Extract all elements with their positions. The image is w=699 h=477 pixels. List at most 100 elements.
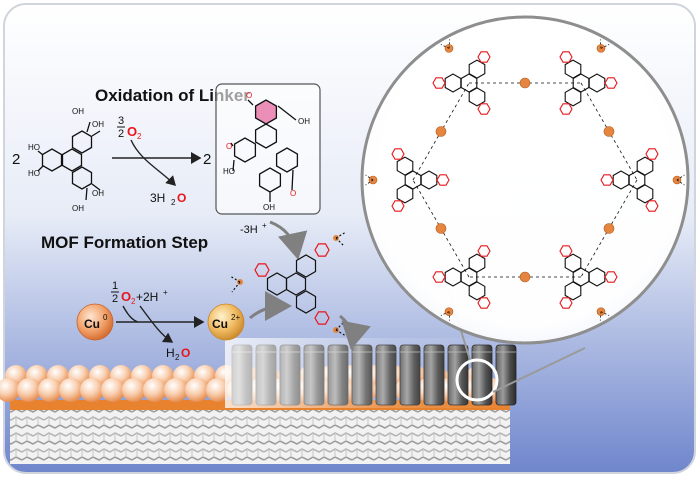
zoom-line-bottom xyxy=(492,347,586,393)
dangling-bond xyxy=(448,39,451,49)
node-ring-outer xyxy=(636,184,654,204)
ox-hydroxyl-left: HO xyxy=(223,167,235,176)
oxidized-linker-box: O HO O OH O OH xyxy=(215,83,321,215)
cu-linkage-node xyxy=(519,77,531,89)
hydroxyl-bottom-1: OH xyxy=(92,189,104,198)
copper-atom xyxy=(0,378,20,402)
cu-linkage-node xyxy=(519,271,531,283)
node-dioxolene xyxy=(604,271,618,283)
node-ring-outer xyxy=(588,73,606,93)
hydroxyl-top-2: OH xyxy=(92,120,104,129)
oxygen-reagent: 3 2 O 2 xyxy=(117,115,142,141)
ring-bottom xyxy=(295,290,317,314)
o2-fraction-denominator: 2 xyxy=(118,128,124,140)
dioxolene-bottom xyxy=(314,311,330,325)
cu0-sphere xyxy=(76,303,114,341)
ring-top xyxy=(71,130,93,154)
oxygen-proton-reagent: 1 2 O 2 +2H + xyxy=(111,280,168,306)
dangling-bond xyxy=(448,311,451,321)
dangling-bond xyxy=(600,311,610,316)
ox-hydroxyl-top: OH xyxy=(298,117,310,126)
dangling-bond xyxy=(440,311,450,316)
water2-oxygen: O xyxy=(181,346,190,360)
copper-atom xyxy=(206,378,230,402)
zoom-origin-circle xyxy=(455,358,499,402)
node-ring-outer xyxy=(564,59,582,79)
node-ring-outer xyxy=(564,253,582,273)
copper-atom xyxy=(185,378,209,402)
zoom-circle xyxy=(360,15,690,345)
water-release-arrow xyxy=(139,305,174,343)
ring-center xyxy=(61,148,83,172)
node-ring-outer xyxy=(564,281,582,301)
hydroxyl-left-1: HO xyxy=(28,143,40,152)
proton-charge: + xyxy=(163,288,168,297)
node-dioxolene xyxy=(391,200,405,212)
cu-linkage-node xyxy=(603,126,615,137)
node-ring-outer xyxy=(636,156,654,176)
o2-fraction-numerator: 3 xyxy=(118,115,124,127)
copper-atom xyxy=(101,378,125,402)
cu2-ion: Cu 2+ xyxy=(207,303,245,341)
proton-release-label: -3H xyxy=(240,224,258,236)
node-ring-outer xyxy=(612,170,630,190)
node-ring-outer xyxy=(468,87,486,107)
left-coefficient: 2 xyxy=(12,151,20,168)
ox-hydroxyl-bottom: OH xyxy=(263,203,275,212)
copper-atom xyxy=(38,378,62,402)
right-coefficient: 2 xyxy=(203,151,211,168)
oxidized-linker-rings xyxy=(230,99,299,202)
hhtp-rings xyxy=(37,121,101,201)
cu-linkage-node xyxy=(435,223,447,234)
linker-to-node-arrow xyxy=(269,220,308,260)
dioxolene-left xyxy=(254,263,270,277)
cu2-superscript: 2+ xyxy=(231,313,240,322)
ox-oxygen-left: O xyxy=(226,142,232,151)
node-ring-outer xyxy=(564,87,582,107)
node-dioxolene xyxy=(477,51,491,63)
half-o2-numerator: 1 xyxy=(112,280,118,292)
water-product-2: H 2 O xyxy=(166,346,190,362)
copper-atom xyxy=(59,378,83,402)
node-dioxolene xyxy=(559,297,573,309)
copper-atom xyxy=(143,378,167,402)
ring-right xyxy=(275,147,299,173)
substrate-crystal xyxy=(10,408,510,464)
heading-oxidation: Oxidation of Linker xyxy=(95,86,250,105)
ion-to-node-arrow xyxy=(249,291,292,322)
proton-release-charge: + xyxy=(262,221,267,230)
dangling-bond xyxy=(365,174,374,181)
cu2-sphere xyxy=(207,303,245,341)
ox-oxygen-top: O xyxy=(246,91,252,100)
dangling-bond xyxy=(676,179,685,186)
oxidation-curved-arrow xyxy=(130,139,176,186)
water-oxygen: O xyxy=(177,191,186,205)
water-product: 3H 2 O xyxy=(150,191,186,207)
node-dioxolene xyxy=(600,174,614,186)
node-ring-outer xyxy=(588,267,606,287)
heading-mof-step: MOF Formation Step xyxy=(41,233,208,252)
triphenylene-node xyxy=(391,148,450,212)
node-dioxolene xyxy=(432,77,446,89)
ring-bottom xyxy=(71,166,93,190)
node-to-film-arrow xyxy=(339,314,371,350)
triphenylene-node xyxy=(559,51,618,115)
ring-center xyxy=(254,123,278,149)
reagent-curve xyxy=(122,305,139,323)
ox-oxygen-bottom: O xyxy=(290,189,296,198)
cu-linkage-node xyxy=(435,126,447,137)
node-dioxolene xyxy=(559,103,573,115)
dangling-bond xyxy=(599,39,602,49)
half-o2-denominator: 2 xyxy=(112,293,118,305)
node-ring-outer xyxy=(468,253,486,273)
cu-linkage-node xyxy=(603,223,615,234)
copper-atom xyxy=(164,378,188,402)
node-dioxolene xyxy=(436,174,450,186)
hydroxyl-top-1: OH xyxy=(72,107,84,116)
node-ring-outer xyxy=(396,184,414,204)
hydroxyl-bottom-2: OH xyxy=(72,204,84,213)
mof-hexagonal-network xyxy=(365,39,685,321)
node-dioxolene xyxy=(645,148,659,160)
water2-h: H xyxy=(166,346,175,360)
